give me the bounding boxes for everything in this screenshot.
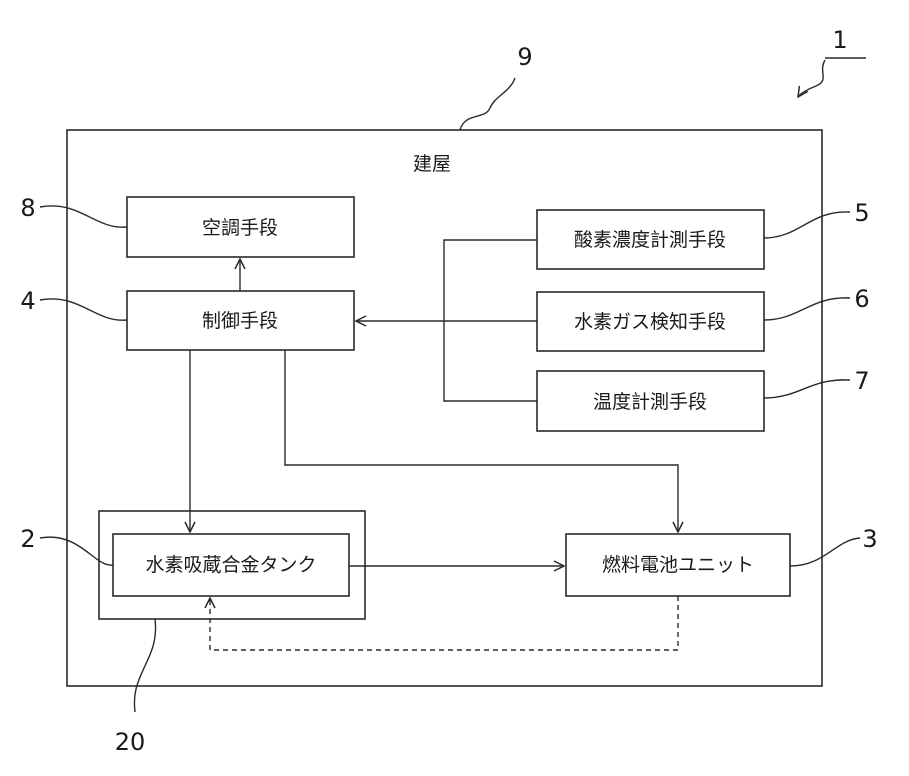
ref-4: 4 bbox=[20, 287, 35, 315]
system-ref-arrow bbox=[798, 60, 825, 97]
ref-2: 2 bbox=[20, 525, 35, 553]
ref-1: 1 bbox=[832, 26, 847, 54]
building-label: 建屋 bbox=[413, 153, 451, 175]
leader-9 bbox=[460, 78, 515, 130]
ref-5: 5 bbox=[854, 199, 869, 227]
ref-8: 8 bbox=[20, 194, 35, 222]
temperature-label: 温度計測手段 bbox=[593, 391, 707, 413]
ref-20: 20 bbox=[115, 728, 146, 756]
control-label: 制御手段 bbox=[202, 310, 278, 332]
h2-detect-label: 水素ガス検知手段 bbox=[574, 311, 726, 333]
ref-7: 7 bbox=[854, 367, 869, 395]
ref-9: 9 bbox=[517, 43, 532, 71]
ref-3: 3 bbox=[862, 525, 877, 553]
aircon-label: 空調手段 bbox=[202, 217, 278, 239]
fuel-cell-label: 燃料電池ユニット bbox=[602, 554, 754, 576]
ref-6: 6 bbox=[854, 285, 869, 313]
oxygen-label: 酸素濃度計測手段 bbox=[574, 229, 726, 251]
tank-label: 水素吸蔵合金タンク bbox=[145, 554, 316, 576]
